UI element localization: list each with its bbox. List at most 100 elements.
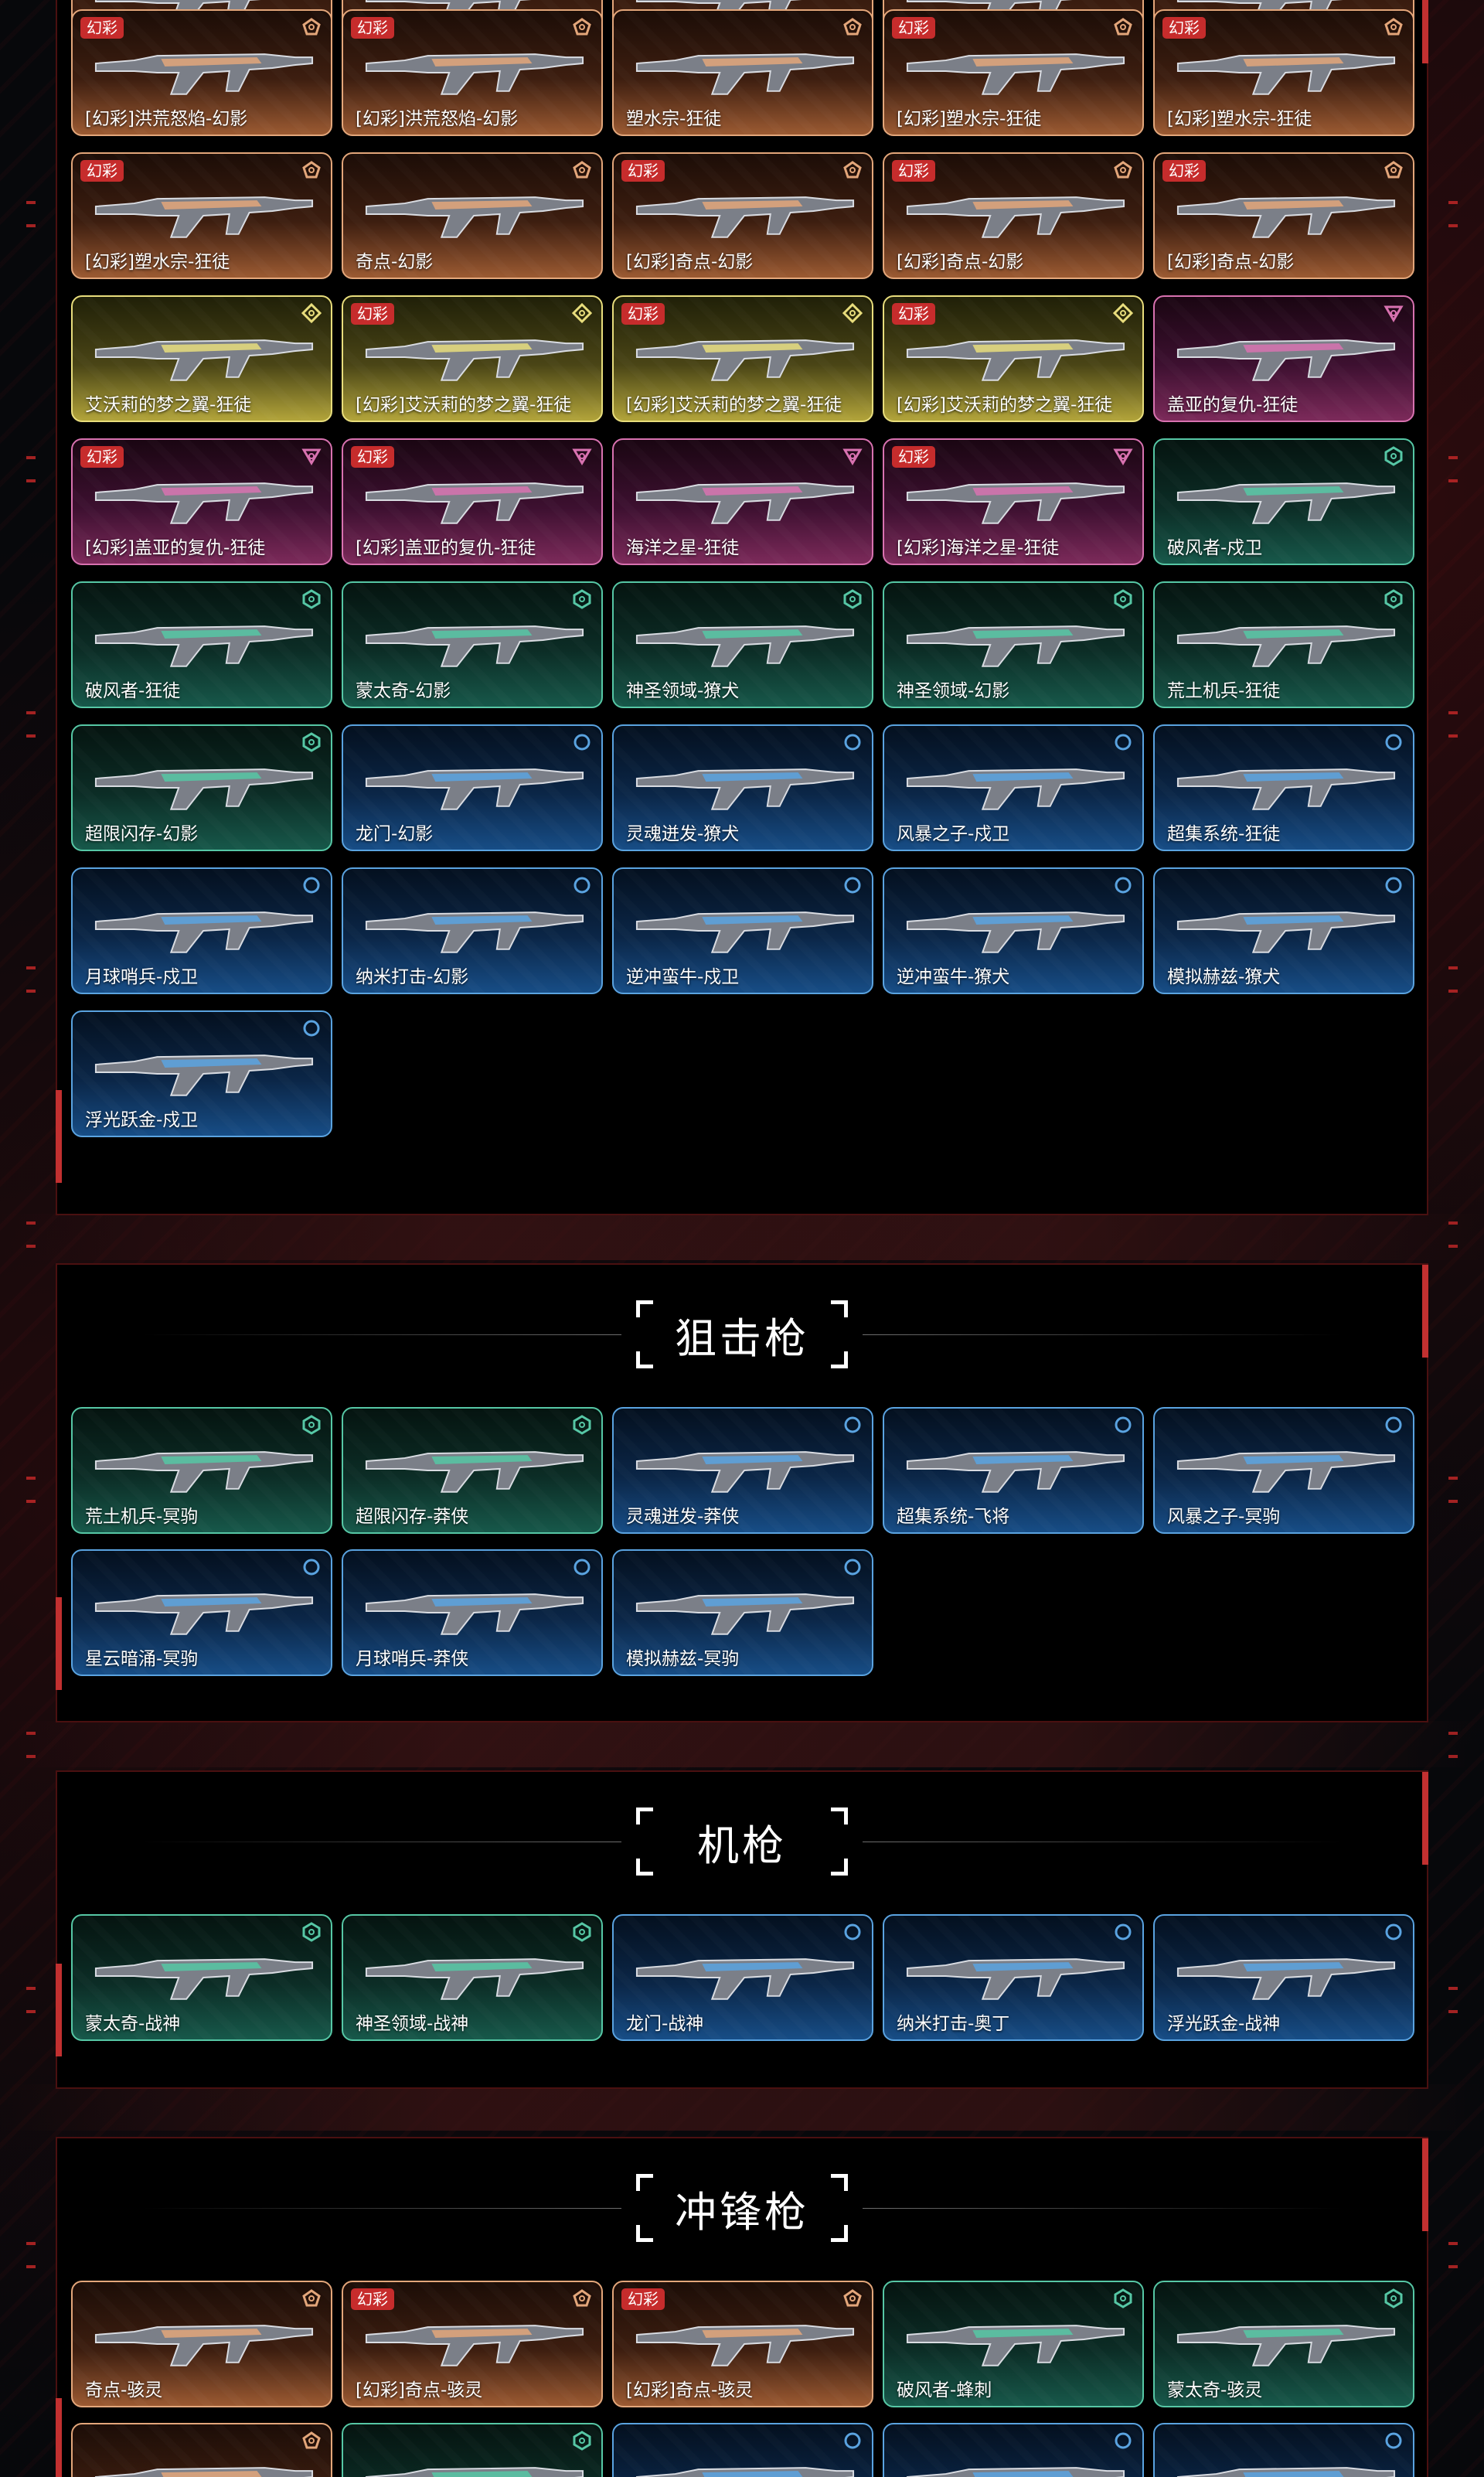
- weapon-skin-card[interactable]: 超限闪存-莽侠: [342, 1407, 603, 1534]
- weapon-skin-card[interactable]: 荒土机兵-冥驹: [71, 1407, 332, 1534]
- weapon-image: [906, 2325, 1125, 2366]
- weapon-skin-card[interactable]: 幻彩[幻彩]奇点-幻影: [612, 152, 873, 279]
- weapon-skin-card[interactable]: 奇点-骇灵: [71, 2281, 332, 2407]
- diamond-icon: [842, 303, 863, 323]
- circle-icon: [844, 2432, 861, 2449]
- weapon-skin-card[interactable]: 灵魂迸发-莽侠: [612, 1407, 873, 1534]
- skin-name: 蒙太奇-战神: [85, 2014, 181, 2034]
- weapon-image: [635, 768, 855, 810]
- weapon-skin-card[interactable]: 幻彩[幻彩]塑水宗-狂徒: [71, 152, 332, 279]
- circle-icon: [844, 1559, 861, 1576]
- weapon-skin-card[interactable]: 幻彩[幻彩]奇点-幻影: [1153, 152, 1414, 279]
- weapon-skin-card[interactable]: 破风者-蜂刺: [883, 2281, 1144, 2407]
- circle-icon: [844, 734, 861, 751]
- weapon-skin-card[interactable]: [342, 2423, 603, 2477]
- circle-icon: [303, 877, 320, 894]
- weapon-skin-card[interactable]: [1153, 2423, 1414, 2477]
- weapon-skin-card[interactable]: 龙门-幻影: [342, 724, 603, 851]
- weapon-skin-card[interactable]: 破风者-狂徒: [71, 581, 332, 708]
- weapon-skin-card[interactable]: 灵魂迸发-獠犬: [612, 724, 873, 851]
- weapon-skin-card[interactable]: 纳米打击-奥丁: [883, 1914, 1144, 2041]
- weapon-skin-card[interactable]: 盖亚的复仇-狂徒: [1153, 295, 1414, 422]
- title-bracket: 冲锋枪: [636, 2174, 848, 2242]
- pentagon-icon: [302, 18, 321, 36]
- weapon-skin-card[interactable]: 模拟赫兹-獠犬: [1153, 867, 1414, 994]
- weapon-skin-card[interactable]: 海洋之星-狂徒: [612, 438, 873, 565]
- weapon-skin-card[interactable]: 神圣领域-獠犬: [612, 581, 873, 708]
- weapon-skin-card[interactable]: 神圣领域-幻影: [883, 581, 1144, 708]
- weapon-image: [906, 53, 1125, 95]
- weapon-image: [1176, 768, 1396, 810]
- weapon-skin-card[interactable]: 蒙太奇-骇灵: [1153, 2281, 1414, 2407]
- weapon-skin-card[interactable]: 超集系统-飞将: [883, 1407, 1144, 1534]
- weapon-image: [365, 1451, 584, 1493]
- weapon-skin-card[interactable]: 模拟赫兹-冥驹: [612, 1549, 873, 1676]
- section-header: 狙击枪: [57, 1265, 1427, 1404]
- chroma-tag: 幻彩: [1162, 160, 1206, 182]
- weapon-skin-card[interactable]: 幻彩[幻彩]塑水宗-狂徒: [883, 9, 1144, 136]
- weapon-skin-card[interactable]: [71, 2423, 332, 2477]
- weapon-skin-card[interactable]: 荒土机兵-狂徒: [1153, 581, 1414, 708]
- skin-name: [幻彩]艾沃莉的梦之翼-狂徒: [897, 395, 1113, 415]
- header-line: [863, 1334, 1342, 1335]
- weapon-skin-card[interactable]: 幻彩[幻彩]艾沃莉的梦之翼-狂徒: [883, 295, 1144, 422]
- weapon-image: [906, 482, 1125, 524]
- weapon-skin-card[interactable]: 塑水宗-狂徒: [612, 9, 873, 136]
- weapon-skin-card[interactable]: 月球哨兵-戍卫: [71, 867, 332, 994]
- weapon-skin-card[interactable]: 逆冲蛮牛-戍卫: [612, 867, 873, 994]
- divider-band: [0, 2084, 1484, 2131]
- weapon-skin-card[interactable]: 幻彩[幻彩]艾沃莉的梦之翼-狂徒: [612, 295, 873, 422]
- weapon-skin-card[interactable]: 奇点-幻影: [342, 152, 603, 279]
- weapon-skin-card[interactable]: 神圣领域-战神: [342, 1914, 603, 2041]
- weapon-skin-card[interactable]: 龙门-战神: [612, 1914, 873, 2041]
- weapon-image: [365, 625, 584, 667]
- weapon-skin-card[interactable]: 蒙太奇-幻影: [342, 581, 603, 708]
- weapon-skin-card[interactable]: 风暴之子-戍卫: [883, 724, 1144, 851]
- pentagon-icon: [302, 161, 321, 179]
- chroma-tag: 幻彩: [351, 17, 394, 39]
- weapon-skin-card[interactable]: 浮光跃金-戍卫: [71, 1010, 332, 1137]
- skin-name: 蒙太奇-幻影: [356, 681, 451, 701]
- weapon-skin-card[interactable]: 幻彩[幻彩]奇点-骇灵: [612, 2281, 873, 2407]
- weapon-image: [1176, 339, 1396, 381]
- weapon-skin-card[interactable]: 纳米打击-幻影: [342, 867, 603, 994]
- section-header: 冲锋枪: [57, 2138, 1427, 2278]
- weapon-skin-card[interactable]: 蒙太奇-战神: [71, 1914, 332, 2041]
- skin-name: 风暴之子-戍卫: [897, 824, 1010, 844]
- weapon-skin-card[interactable]: 超集系统-狂徒: [1153, 724, 1414, 851]
- weapon-image: [365, 2467, 584, 2477]
- weapon-skin-card[interactable]: [612, 2423, 873, 2477]
- weapon-skin-card[interactable]: 超限闪存-幻影: [71, 724, 332, 851]
- circle-icon: [1385, 2432, 1402, 2449]
- hexagon-icon: [1384, 2288, 1403, 2308]
- skin-name: 月球哨兵-戍卫: [85, 967, 199, 987]
- weapon-skin-card[interactable]: 月球哨兵-莽侠: [342, 1549, 603, 1676]
- weapon-skin-card[interactable]: 幻彩[幻彩]艾沃莉的梦之翼-狂徒: [342, 295, 603, 422]
- hexagon-icon: [843, 589, 862, 609]
- weapon-skin-card[interactable]: 风暴之子-冥驹: [1153, 1407, 1414, 1534]
- skin-name: 神圣领域-战神: [356, 2014, 469, 2034]
- weapon-skin-card[interactable]: 破风者-戍卫: [1153, 438, 1414, 565]
- weapon-skin-card[interactable]: 艾沃莉的梦之翼-狂徒: [71, 295, 332, 422]
- weapon-skin-card[interactable]: 逆冲蛮牛-獠犬: [883, 867, 1144, 994]
- skin-name: 纳米打击-奥丁: [897, 2014, 1010, 2034]
- skin-name: 荒土机兵-冥驹: [85, 1507, 199, 1527]
- weapon-image: [635, 2325, 855, 2366]
- weapon-skin-card[interactable]: 幻彩[幻彩]塑水宗-狂徒: [1153, 9, 1414, 136]
- hexagon-icon: [1114, 2288, 1132, 2308]
- weapon-skin-card[interactable]: 幻彩[幻彩]海洋之星-狂徒: [883, 438, 1144, 565]
- weapon-skin-card[interactable]: [883, 2423, 1144, 2477]
- weapon-skin-card[interactable]: 浮光跃金-战神: [1153, 1914, 1414, 2041]
- circle-icon: [303, 1020, 320, 1037]
- pentagon-icon: [302, 2431, 321, 2449]
- skin-name: 超集系统-狂徒: [1167, 824, 1281, 844]
- weapon-skin-card[interactable]: 幻彩[幻彩]洪荒怒焰-幻影: [71, 9, 332, 136]
- weapon-skin-card[interactable]: 幻彩[幻彩]盖亚的复仇-狂徒: [71, 438, 332, 565]
- section-title: 冲锋枪: [675, 2187, 809, 2237]
- weapon-skin-card[interactable]: 星云暗涌-冥驹: [71, 1549, 332, 1676]
- hexagon-icon: [302, 1415, 321, 1435]
- weapon-skin-card[interactable]: 幻彩[幻彩]盖亚的复仇-狂徒: [342, 438, 603, 565]
- weapon-skin-card[interactable]: 幻彩[幻彩]洪荒怒焰-幻影: [342, 9, 603, 136]
- weapon-skin-card[interactable]: 幻彩[幻彩]奇点-幻影: [883, 152, 1144, 279]
- weapon-skin-card[interactable]: 幻彩[幻彩]奇点-骇灵: [342, 2281, 603, 2407]
